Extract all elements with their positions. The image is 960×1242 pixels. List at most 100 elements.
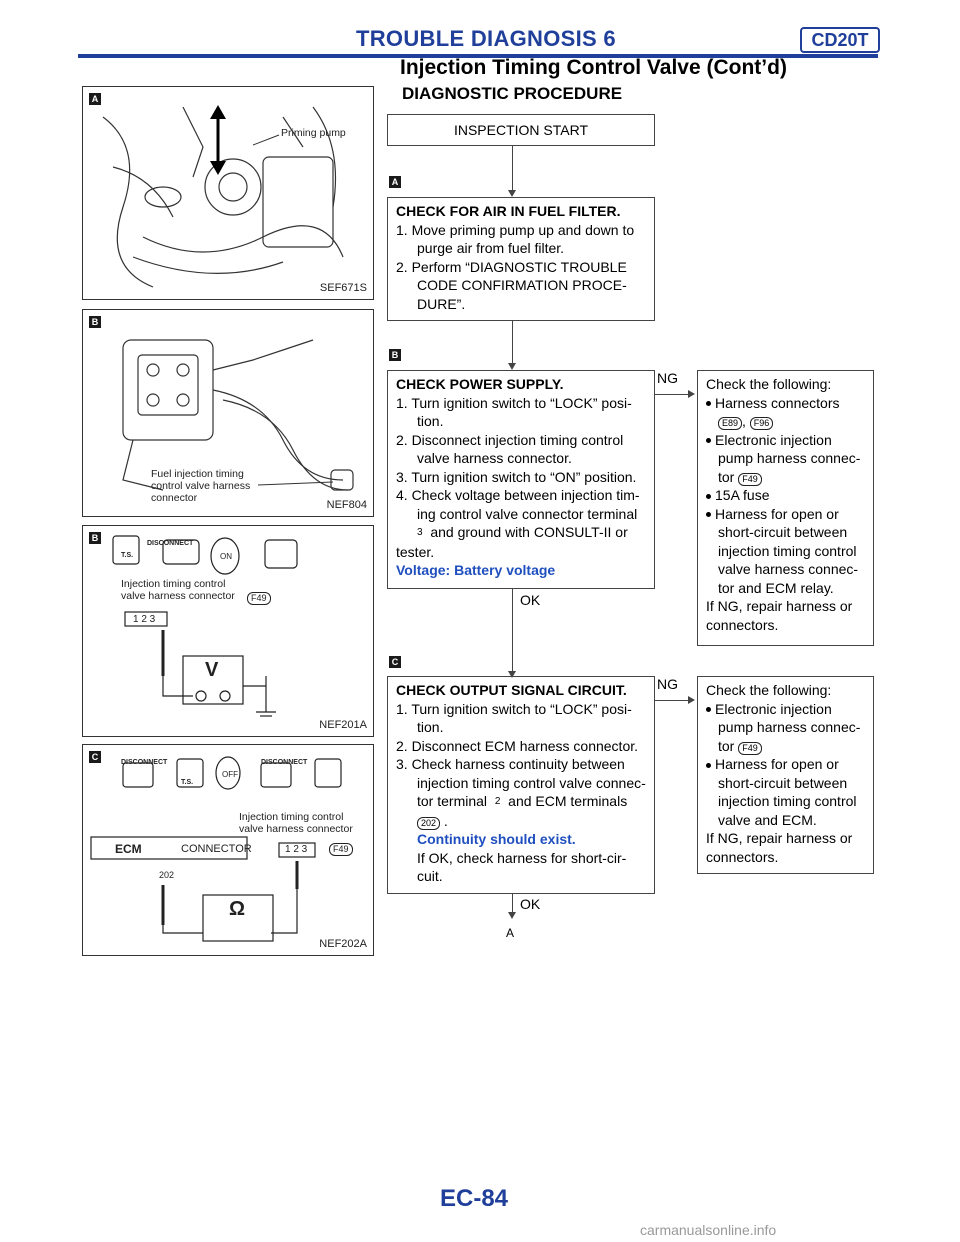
terminal-3-marker: 3 bbox=[417, 524, 423, 543]
step-c-marker: C bbox=[389, 656, 401, 668]
connector-label-line3: connector bbox=[151, 492, 197, 504]
figure-tab-b: B bbox=[89, 316, 101, 328]
disconnect-label-1: DISCONNECT bbox=[121, 757, 167, 769]
figure-tab-b: B bbox=[89, 532, 101, 544]
voltage-spec: Voltage: Battery voltage bbox=[396, 561, 646, 580]
end-marker-a: A bbox=[506, 926, 514, 940]
check-power-line6: 4. Check voltage between injection tim- bbox=[396, 486, 646, 505]
connector-line bbox=[655, 700, 689, 701]
ecm-label: ECM bbox=[115, 843, 142, 855]
check-air-line5: DURE”. bbox=[396, 295, 646, 314]
ohmmeter-symbol: Ω bbox=[229, 903, 245, 915]
check-power-line9: tester. bbox=[396, 543, 646, 562]
check-air-line2: purge air from fuel filter. bbox=[396, 239, 646, 258]
step-b-marker: B bbox=[389, 349, 401, 361]
check-output-line8: If OK, check harness for short-cir- bbox=[396, 849, 646, 868]
priming-pump-label: Priming pump bbox=[281, 127, 346, 139]
bullet-electronic-injection-line2: pump harness connec- bbox=[706, 449, 865, 468]
step-a-marker: A bbox=[389, 176, 401, 188]
disconnect-label-2: DISCONNECT bbox=[261, 757, 307, 769]
bullet-electronic-injection-line3: tor F49 bbox=[706, 737, 865, 756]
connector-label-line2: control valve harness bbox=[151, 480, 250, 492]
repair-note-line1: If NG, repair harness or bbox=[706, 829, 865, 848]
check-output-line3: 2. Disconnect ECM harness connector. bbox=[396, 737, 646, 756]
continuity-spec: Continuity should exist. bbox=[396, 830, 646, 849]
watermark: carmanualsonline.info bbox=[640, 1222, 776, 1238]
check-air-box: CHECK FOR AIR IN FUEL FILTER. 1. Move pr… bbox=[387, 197, 655, 321]
connector-pins: 1 2 3 bbox=[133, 614, 155, 626]
check-power-line5: 3. Turn ignition switch to “ON” position… bbox=[396, 468, 646, 487]
figure-code: NEF804 bbox=[327, 499, 367, 511]
figure-voltage-check: B DISCONNECT T.S. ON Injection timing co… bbox=[82, 525, 374, 737]
ecm-connector-label: CONNECTOR bbox=[181, 843, 252, 855]
ts-label: T.S. bbox=[181, 777, 193, 789]
bullet-harness-connectors: Harness connectors bbox=[706, 394, 865, 413]
figure-priming-pump: A Priming pump SEF671S bbox=[82, 86, 374, 300]
engine-code-badge: CD20T bbox=[800, 27, 880, 53]
ts-label: T.S. bbox=[121, 550, 133, 562]
check-following-box-1: Check the following: Harness connectors … bbox=[697, 370, 874, 646]
ng-label: NG bbox=[657, 370, 678, 386]
connector-label-line2: valve harness connector bbox=[121, 590, 235, 602]
procedure-title: DIAGNOSTIC PROCEDURE bbox=[402, 84, 622, 104]
bullet-harness-open-line3: injection timing control bbox=[706, 542, 865, 561]
check-power-line3: 2. Disconnect injection timing control bbox=[396, 431, 646, 450]
connector-id-f49: F49 bbox=[247, 592, 271, 605]
connector-line bbox=[655, 394, 689, 395]
check-output-line4: 3. Check harness continuity between bbox=[396, 755, 646, 774]
connector-line bbox=[512, 894, 513, 914]
check-power-title: CHECK POWER SUPPLY. bbox=[396, 375, 646, 394]
check-output-line9: cuit. bbox=[396, 867, 646, 886]
page-number: EC-84 bbox=[440, 1185, 508, 1213]
connector-label-line2: valve harness connector bbox=[239, 823, 353, 835]
connector-id-f49: F49 bbox=[329, 843, 353, 856]
bullet-harness-open: Harness for open or bbox=[706, 505, 865, 524]
disconnect-label: DISCONNECT bbox=[147, 538, 193, 550]
check-power-line8: 3 and ground with CONSULT-II or bbox=[396, 523, 646, 543]
check-air-line1: 1. Move priming pump up and down to bbox=[396, 221, 646, 240]
inspection-start-box: INSPECTION START bbox=[387, 114, 655, 146]
check-output-line5: injection timing control valve connec- bbox=[396, 774, 646, 793]
connector-ids: E89, F96 bbox=[706, 412, 865, 431]
connector-label-line1: Injection timing control bbox=[239, 811, 343, 823]
bullet-harness-open-line2: short-circuit between bbox=[706, 774, 865, 793]
check-following-title: Check the following: bbox=[706, 681, 865, 700]
figure-tab-a: A bbox=[89, 93, 101, 105]
check-output-box: CHECK OUTPUT SIGNAL CIRCUIT. 1. Turn ign… bbox=[387, 676, 655, 894]
check-output-line6: tor terminal 2 and ECM terminals bbox=[396, 792, 646, 812]
arrow-right bbox=[688, 696, 695, 704]
arrow-down bbox=[508, 363, 516, 370]
page-subtitle: Injection Timing Control Valve (Cont’d) bbox=[400, 56, 787, 80]
section-title: TROUBLE DIAGNOSIS 6 bbox=[356, 26, 616, 52]
check-output-title: CHECK OUTPUT SIGNAL CIRCUIT. bbox=[396, 681, 646, 700]
check-power-line7: ing control valve connector terminal bbox=[396, 505, 646, 524]
arrow-down bbox=[508, 190, 516, 197]
figure-continuity-check: C DISCONNECT DISCONNECT T.S. OFF Injecti… bbox=[82, 744, 374, 956]
check-power-line2: tion. bbox=[396, 412, 646, 431]
check-output-line7: 202 . bbox=[396, 812, 646, 831]
ok-label: OK bbox=[520, 592, 540, 608]
check-air-line3: 2. Perform “DIAGNOSTIC TROUBLE bbox=[396, 258, 646, 277]
check-output-line2: tion. bbox=[396, 718, 646, 737]
bullet-electronic-injection-line3: tor F49 bbox=[706, 468, 865, 487]
check-output-line1: 1. Turn ignition switch to “LOCK” posi- bbox=[396, 700, 646, 719]
bullet-fuse: 15A fuse bbox=[706, 486, 865, 505]
check-power-line8-text: and ground with CONSULT-II or bbox=[430, 524, 627, 540]
bullet-harness-open-line4: valve harness connec- bbox=[706, 560, 865, 579]
arrow-right bbox=[688, 390, 695, 398]
bullet-electronic-injection: Electronic injection bbox=[706, 700, 865, 719]
figure-code: SEF671S bbox=[320, 282, 367, 294]
figure-tab-c: C bbox=[89, 751, 101, 763]
connector-label-line1: Injection timing control bbox=[121, 578, 225, 590]
bullet-electronic-injection: Electronic injection bbox=[706, 431, 865, 450]
repair-note-line2: connectors. bbox=[706, 616, 865, 635]
connector-line bbox=[512, 321, 513, 365]
bullet-harness-open-line2: short-circuit between bbox=[706, 523, 865, 542]
bullet-harness-open-line3: injection timing control bbox=[706, 792, 865, 811]
repair-note-line1: If NG, repair harness or bbox=[706, 597, 865, 616]
check-following-box-2: Check the following: Electronic injectio… bbox=[697, 676, 874, 874]
off-label: OFF bbox=[222, 769, 238, 781]
connector-line bbox=[512, 589, 513, 673]
figure-code: NEF201A bbox=[319, 719, 367, 731]
check-power-line4: valve harness connector. bbox=[396, 449, 646, 468]
